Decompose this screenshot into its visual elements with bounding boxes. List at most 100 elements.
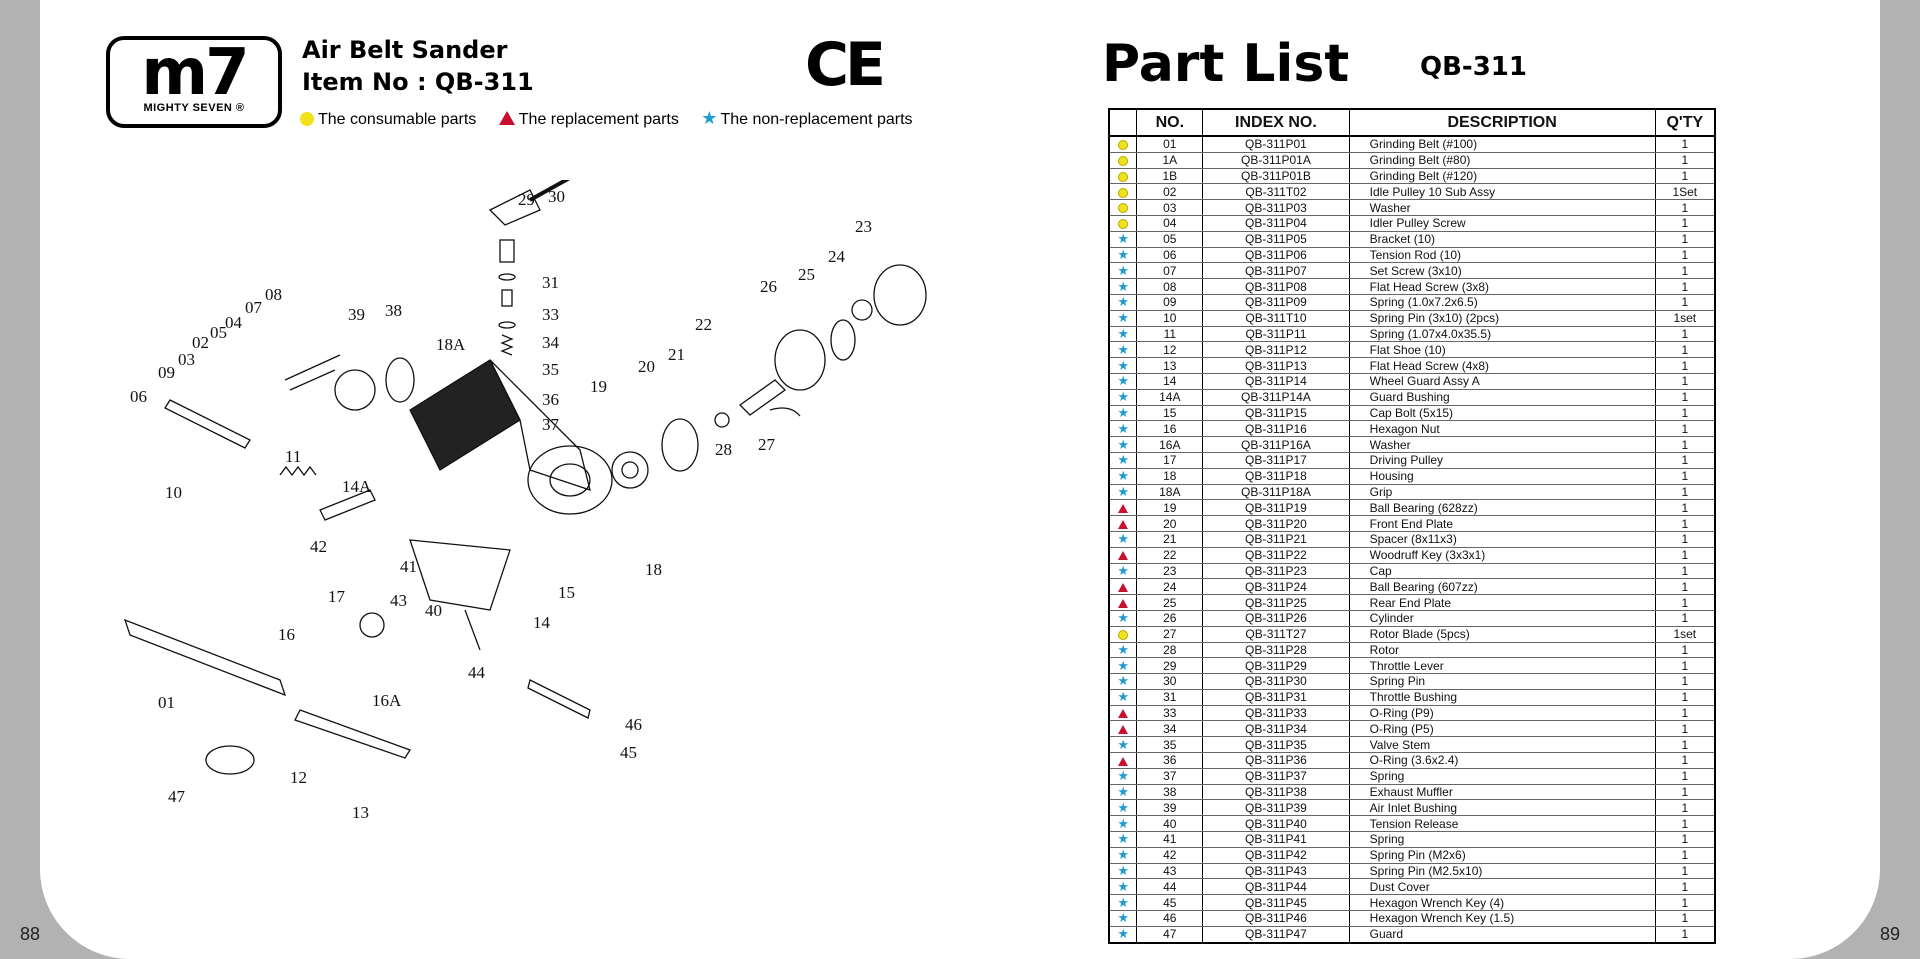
- callout-09: 09: [158, 363, 175, 382]
- row-marker: ★: [1108, 815, 1138, 833]
- yellow-circle-icon: [1118, 629, 1129, 640]
- row-no: 03: [1136, 199, 1204, 216]
- row-index: QB-311P14: [1202, 373, 1350, 390]
- row-marker: [1108, 578, 1138, 596]
- row-description: O-Ring (P9): [1348, 705, 1656, 722]
- yellow-circle-icon: [1118, 171, 1129, 182]
- row-qty: 1: [1654, 720, 1716, 738]
- ce-mark: CE: [805, 30, 886, 100]
- callout-39: 39: [348, 305, 365, 324]
- driving-pulley: [359, 612, 385, 638]
- row-qty: 1: [1654, 136, 1716, 153]
- row-description: Cap: [1348, 563, 1656, 580]
- row-description: Cylinder: [1348, 610, 1656, 627]
- row-no: 27: [1136, 626, 1204, 643]
- blue-star-icon: ★: [1117, 784, 1130, 800]
- legend-replacement: The replacement parts: [498, 111, 679, 128]
- row-marker: ★: [1108, 642, 1138, 659]
- callout-45: 45: [620, 743, 637, 762]
- row-qty: 1: [1654, 799, 1716, 817]
- row-marker: ★: [1108, 531, 1138, 548]
- row-marker: [1108, 752, 1138, 769]
- col-description: DESCRIPTION: [1348, 108, 1656, 137]
- row-marker: ★: [1108, 436, 1138, 453]
- row-index: QB-311P22: [1202, 547, 1350, 564]
- row-no: 47: [1136, 926, 1204, 944]
- row-index: QB-311P06: [1202, 247, 1350, 264]
- row-description: Grinding Belt (#80): [1348, 152, 1656, 169]
- row-no: 1B: [1136, 168, 1204, 185]
- row-marker: ★: [1108, 673, 1138, 690]
- row-description: Grinding Belt (#120): [1348, 168, 1656, 185]
- callout-17: 17: [328, 587, 346, 606]
- row-qty: 1: [1654, 531, 1716, 548]
- row-description: Valve Stem: [1348, 736, 1656, 754]
- row-qty: 1: [1654, 847, 1716, 864]
- callout-47: 47: [168, 787, 186, 806]
- blue-star-icon: ★: [1117, 847, 1130, 863]
- row-description: O-Ring (3.6x2.4): [1348, 752, 1656, 769]
- row-no: 31: [1136, 689, 1204, 706]
- blue-star-icon: ★: [1117, 404, 1130, 420]
- row-description: Hexagon Wrench Key (1.5): [1348, 910, 1656, 927]
- yellow-circle-icon: [1118, 203, 1129, 214]
- row-index: QB-311P30: [1202, 673, 1350, 690]
- callout-23: 23: [855, 217, 872, 236]
- row-no: 42: [1136, 847, 1204, 864]
- row-no: 10: [1136, 310, 1204, 327]
- row-marker: ★: [1108, 926, 1138, 944]
- callout-15: 15: [558, 583, 575, 602]
- row-description: Idler Pulley Screw: [1348, 215, 1656, 232]
- guard-47: [205, 745, 255, 775]
- row-index: QB-311P24: [1202, 578, 1350, 596]
- row-qty: 1: [1654, 468, 1716, 485]
- blue-star-icon: ★: [1117, 673, 1130, 689]
- row-no: 26: [1136, 610, 1204, 627]
- row-index: QB-311P07: [1202, 262, 1350, 280]
- row-index: QB-311P44: [1202, 878, 1350, 896]
- row-no: 13: [1136, 357, 1204, 374]
- col-marker: [1108, 108, 1138, 137]
- row-marker: ★: [1108, 420, 1138, 438]
- row-marker: [1108, 499, 1138, 517]
- row-description: Driving Pulley: [1348, 452, 1656, 469]
- row-index: QB-311P16A: [1202, 436, 1350, 453]
- row-description: O-Ring (P5): [1348, 720, 1656, 738]
- page-number-right: 89: [1879, 924, 1900, 944]
- callout-02: 02: [192, 333, 209, 352]
- row-description: Flat Head Screw (3x8): [1348, 278, 1656, 295]
- callout-12: 12: [290, 768, 307, 787]
- row-description: Woodruff Key (3x3x1): [1348, 547, 1656, 564]
- callout-11: 11: [285, 447, 301, 466]
- blue-star-icon: ★: [1117, 389, 1130, 405]
- blue-star-icon: ★: [1117, 483, 1130, 499]
- callout-38: 38: [385, 301, 402, 320]
- row-index: QB-311P31: [1202, 689, 1350, 706]
- bracket: [284, 354, 341, 391]
- callout-46: 46: [625, 715, 642, 734]
- red-triangle-icon: [1118, 519, 1129, 529]
- callout-10: 10: [165, 483, 182, 502]
- row-index: QB-311P01A: [1202, 152, 1350, 169]
- row-no: 14A: [1136, 389, 1204, 406]
- row-description: Tension Rod (10): [1348, 247, 1656, 264]
- legend-non-replacement: ★The non-replacement parts: [701, 108, 913, 128]
- row-qty: 1: [1654, 784, 1716, 801]
- throttle-bushing: [499, 239, 515, 263]
- row-qty: 1: [1654, 262, 1716, 280]
- row-qty: 1: [1654, 831, 1716, 848]
- air-inlet-bushing: [334, 369, 376, 411]
- row-description: Washer: [1348, 436, 1656, 453]
- row-index: QB-311P21: [1202, 531, 1350, 548]
